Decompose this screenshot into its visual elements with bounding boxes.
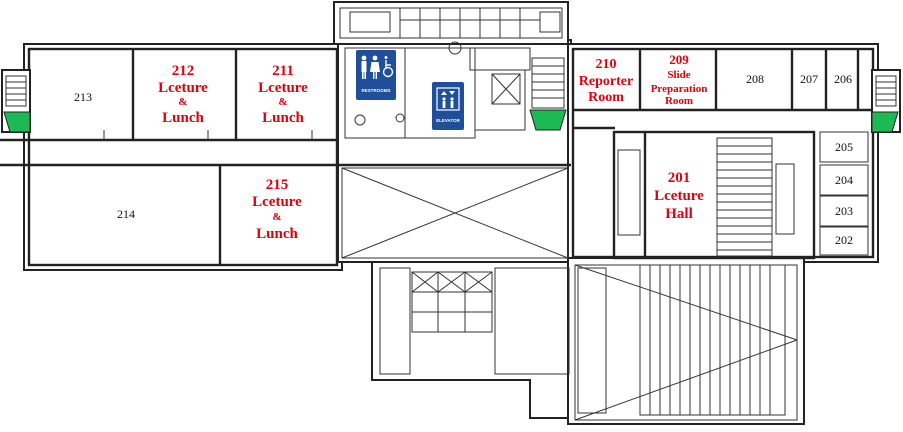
room-215: 215 Lceture & Lunch [252,177,302,242]
building-walls [1,1,901,425]
north-block-grid [349,8,561,38]
room-201-number: 201 [668,170,691,186]
room-208-label: 208 [746,72,764,86]
accessible-icon [382,56,394,78]
elevator-sign-label: ELEVATOR [436,118,461,123]
room-203-label: 203 [835,204,853,218]
room-209-number: 209 [669,52,689,67]
room-202-label: 202 [835,233,853,247]
stair-landing-west [3,111,31,133]
room-215-line3: Lunch [256,226,298,242]
room-210-line1: Reporter [579,74,633,89]
restroom-sign: RESTROOMS [356,50,396,100]
restroom-icon [361,55,380,79]
room-205-label: 205 [835,140,853,154]
elevator-sign: ELEVATOR [432,82,464,130]
room-207-label: 207 [800,72,818,86]
stairs [3,57,899,133]
room-212-line1: Lceture [158,80,208,96]
stair-landing-east [871,111,899,133]
room-201-line1: Lceture [654,188,704,204]
room-209-line1: Slide [667,69,690,81]
room-210: 210 Reporter Room [579,57,633,105]
room-212: 212 Lceture & Lunch [158,63,208,126]
room-211-line3: Lunch [262,110,304,126]
room-201-line2: Hall [665,206,693,222]
east-wing [573,48,873,260]
room-212-line3: Lunch [162,110,204,126]
room-212-number: 212 [172,63,195,79]
room-211-line1: Lceture [258,80,308,96]
room-214-label: 214 [117,207,135,221]
room-209: 209 Slide Preparation Room [651,52,708,107]
room-210-line2: Room [588,90,624,105]
room-212-line2: & [178,96,187,108]
room-213-label: 213 [74,90,92,104]
elevator-icon [436,87,460,111]
room-206-label: 206 [834,72,852,86]
room-211-number: 211 [272,63,294,79]
room-215-line1: Lceture [252,194,302,210]
room-209-line2: Preparation [651,83,708,95]
room-209-line3: Room [665,95,693,107]
room-204-label: 204 [835,173,853,187]
west-corridor [0,49,338,265]
stair-landing-central [529,109,567,131]
restroom-sign-label: RESTROOMS [361,88,390,93]
central-core [338,41,571,259]
room-210-number: 210 [596,57,617,72]
room-215-number: 215 [266,177,289,193]
room-211: 211 Lceture & Lunch [258,63,308,126]
room-211-line2: & [278,96,287,108]
room-201: 201 Lceture Hall [654,170,704,222]
south-wing [379,264,798,421]
room-215-line2: & [272,211,281,223]
